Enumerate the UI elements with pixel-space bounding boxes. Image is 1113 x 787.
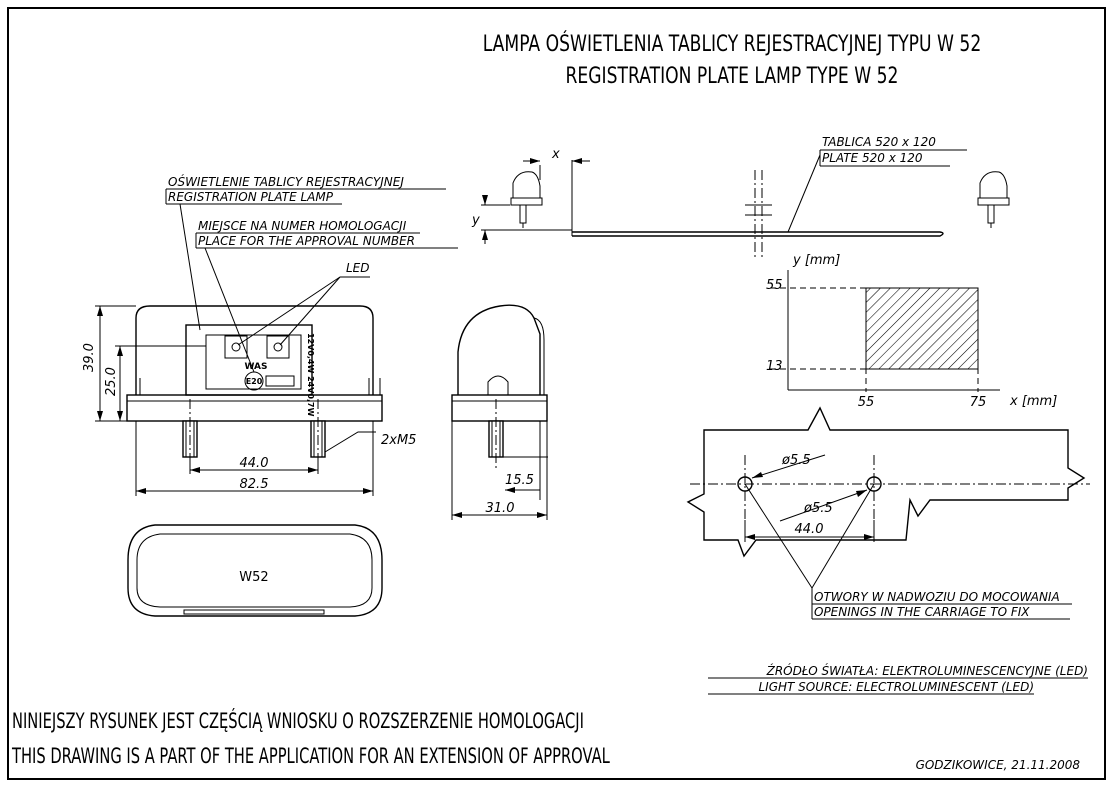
footer-note-pl: NINIEJSZY RYSUNEK JEST CZĘŚCIĄ WNIOSKU O… — [12, 708, 584, 733]
zone-x-tick-75: 75 — [970, 395, 987, 410]
dim-depth: 31.0 — [486, 501, 515, 516]
mounting-holes-detail: ø5.5 ø5.5 44.0 OTWORY W NADWOZIU DO MOCO… — [686, 406, 1090, 620]
dim-height-body: 25.0 — [104, 367, 119, 396]
side-lamp-dome — [457, 304, 541, 395]
light-source-pl: ŹRÓDŁO ŚWIATŁA: ELEKTROLUMINESCENCYJNE (… — [766, 663, 1088, 678]
zone-y-tick-13: 13 — [766, 359, 783, 374]
dim-hole-dia-1: ø5.5 — [781, 453, 811, 468]
openings-label-en: OPENINGS IN THE CARRIAGE TO FIX — [814, 605, 1030, 619]
installation-sketch: x y TABLICA 520 x 120 PLATE 520 x 120 — [471, 135, 1010, 260]
plate-label-pl: TABLICA 520 x 120 — [822, 135, 936, 149]
place-date: GODZIKOWICE, 21.11.2008 — [916, 758, 1081, 772]
footer-note: NINIEJSZY RYSUNEK JEST CZĘŚCIĄ WNIOSKU O… — [11, 708, 610, 768]
led-2 — [266, 335, 290, 359]
callout-approval-pl: MIEJSCE NA NUMER HOMOLOGACJI — [198, 219, 407, 233]
footer-note-en: THIS DRAWING IS A PART OF THE APPLICATIO… — [11, 744, 610, 768]
top-view: W52 — [127, 524, 383, 617]
zone-y-axis-label: y [mm] — [792, 253, 840, 268]
zone-hatched-area — [865, 287, 979, 370]
callout-plate-lighting-pl: OŚWIETLENIE TABLICY REJESTRACYJNEJ — [168, 174, 404, 189]
voltage-label: 12V0,4W 24V0,7W — [306, 333, 315, 417]
led-1 — [224, 335, 248, 359]
dim-bolt-spacing: 44.0 — [240, 456, 269, 471]
title-block: LAMPA OŚWIETLENIA TABLICY REJESTRACYJNEJ… — [483, 30, 982, 89]
carriage-panel-outline — [686, 406, 1086, 558]
dim-hole-spacing: 44.0 — [795, 522, 824, 537]
zone-chart: y [mm] x [mm] 55 13 55 75 — [766, 253, 1057, 410]
light-source-en: LIGHT SOURCE: ELECTROLUMINESCENT (LED) — [758, 680, 1034, 694]
zone-y-tick-55: 55 — [766, 278, 783, 293]
dim-bolt-length: 15.5 — [505, 473, 534, 488]
top-view-outline — [127, 524, 383, 617]
callout-led: LED — [346, 261, 370, 275]
dim-width: 82.5 — [240, 477, 269, 492]
was-mark: WAS — [245, 362, 268, 372]
lamp-body-outline — [135, 305, 374, 395]
registration-plate — [572, 231, 944, 237]
mounting-hole-left — [737, 476, 753, 492]
side-view: 15.5 31.0 — [451, 304, 548, 520]
sketch-y-label: y — [471, 213, 480, 228]
callouts-left: OŚWIETLENIE TABLICY REJESTRACYJNEJ REGIS… — [165, 174, 458, 373]
zone-x-tick-55: 55 — [858, 395, 875, 410]
plate-label-en: PLATE 520 x 120 — [822, 151, 923, 165]
light-source-note: ŹRÓDŁO ŚWIATŁA: ELEKTROLUMINESCENCYJNE (… — [708, 663, 1088, 695]
top-view-model: W52 — [239, 570, 268, 585]
bolts-label: 2xM5 — [381, 433, 416, 448]
e20-mark: E20 — [246, 377, 263, 386]
side-lens-bulb — [487, 375, 509, 395]
front-view: WAS E20 12V0,4W 24V0,7W 2xM5 39.0 25.0 — [82, 305, 416, 496]
zone-x-axis-label: x [mm] — [1009, 394, 1057, 409]
title-line-en: REGISTRATION PLATE LAMP TYPE W 52 — [566, 63, 899, 89]
lens-window — [185, 324, 313, 396]
callout-plate-lighting-en: REGISTRATION PLATE LAMP — [168, 190, 334, 204]
sketch-x-label: x — [551, 147, 560, 162]
mounting-hole-right — [866, 476, 882, 492]
dim-hole-dia-2: ø5.5 — [803, 501, 833, 516]
dim-height-total: 39.0 — [82, 343, 97, 372]
callout-approval-en: PLACE FOR THE APPROVAL NUMBER — [198, 234, 415, 248]
openings-label-pl: OTWORY W NADWOZIU DO MOCOWANIA — [814, 590, 1060, 604]
lamp-flange — [126, 394, 383, 422]
drawing-frame — [7, 7, 1106, 780]
title-line-pl: LAMPA OŚWIETLENIA TABLICY REJESTRACYJNEJ… — [483, 30, 982, 57]
